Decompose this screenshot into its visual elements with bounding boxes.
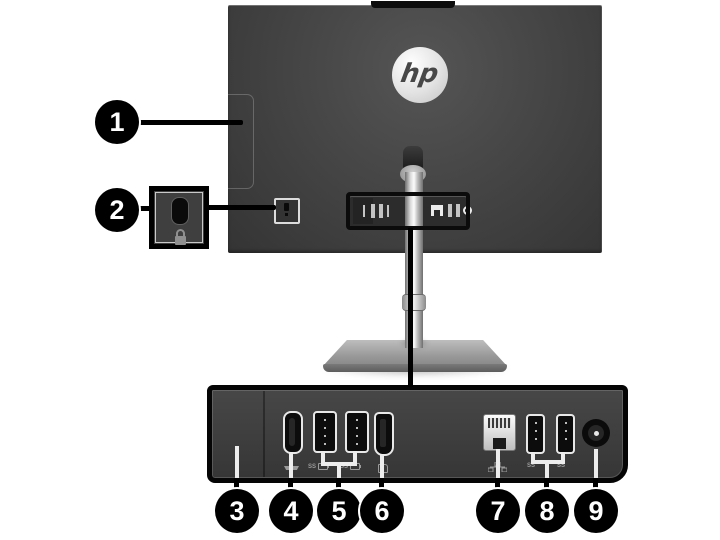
usb-contacts [534,422,537,446]
inner-leader-8 [545,460,549,480]
leader-line-8 [544,478,549,492]
callout-3: 3 [215,489,259,533]
hdmi-slot [289,418,295,446]
usb-ss-label: SS [340,463,349,470]
usb-ss-label: SS [527,463,536,469]
rear-port-recess-frame [346,192,470,230]
hdmi-port [283,411,303,454]
leader-line-2a [135,206,153,211]
padlock-shackle [176,229,185,237]
inner-leader-4 [289,452,293,480]
security-slot-inset-outline [155,192,203,245]
callout-5: 5 [317,489,361,533]
callout-4-number: 4 [283,495,299,526]
callout-7: 7 [476,489,520,533]
mini-hdmi-icon [363,205,365,217]
usb-ss-icon: SS [527,463,535,469]
ethernet-opening [493,438,506,449]
ethernet-pins [488,418,511,428]
usb-ss-label: SS [557,463,566,469]
usb-bracket-left-leg [531,452,535,464]
stand-base-front [323,364,507,372]
usb-contacts [564,422,567,446]
mini-usb-icon [371,204,375,218]
inner-leader-3 [235,446,239,480]
webcam-housing [371,1,455,8]
security-slot-inset [149,186,209,249]
side-panel-outline [228,94,254,189]
usb-bracket-right-leg [353,451,357,466]
mini-ethernet-opening [434,210,440,216]
hp-logo-text: hp [398,59,442,89]
mini-ethernet-icon [431,205,443,216]
usb-port-4 [556,414,575,454]
callout-2: 2 [95,188,139,232]
stand-collar [402,294,426,311]
usb-bracket-right-leg [561,452,565,464]
mini-displayport-icon [387,205,389,217]
usb-port-2 [345,411,369,453]
leader-line-rear-panel [408,228,413,387]
usb-port-3 [526,414,545,454]
leader-line-7 [495,478,500,492]
callout-2-number: 2 [109,194,125,225]
inner-leader-6 [380,454,384,480]
ethernet-port [483,414,516,451]
panel-seam [263,391,265,477]
security-cable-slot-icon [171,197,189,225]
padlock-icon [175,229,186,245]
callout-1-number: 1 [109,106,125,137]
callout-8-number: 8 [539,495,555,526]
callout-8: 8 [525,489,569,533]
callout-4: 4 [269,489,313,533]
mini-usb-icon [379,204,383,218]
hp-logo: hp [392,47,448,103]
leader-line-5 [336,478,341,492]
displayport-slot [380,419,386,447]
usb-ss-label: SS [308,463,317,470]
callout-6-number: 6 [374,495,390,526]
leader-line-6 [379,478,384,492]
leader-line-1 [137,120,243,125]
leader-line-2b [205,205,276,210]
security-slot-dot [285,213,288,216]
security-slot-marker [274,198,300,224]
usb-ss-icon: SS [557,463,565,469]
security-slot-opening [284,203,289,211]
callout-6: 6 [360,489,404,533]
mini-usb-icon [456,204,460,217]
leader-line-9 [593,478,598,492]
leader-line-3 [234,478,239,492]
callout-9-number: 9 [588,495,604,526]
leader-line-4 [288,478,293,492]
callout-5-number: 5 [331,495,347,526]
inner-leader-5 [337,462,341,480]
usb-contacts [356,419,358,445]
padlock-body [175,236,186,245]
mini-usb-icon [448,204,452,217]
callout-9: 9 [574,489,618,533]
usb-bracket-left-leg [321,451,325,466]
usb-contacts [324,419,326,445]
callout-7-number: 7 [490,495,506,526]
displayport-port [374,412,394,456]
callout-3-number: 3 [229,495,245,526]
inner-leader-9 [594,449,598,480]
inner-leader-7 [496,449,500,480]
usb-port-1 [313,411,337,453]
callout-1: 1 [95,100,139,144]
power-connector [582,419,610,447]
power-connector-pin [593,430,599,436]
